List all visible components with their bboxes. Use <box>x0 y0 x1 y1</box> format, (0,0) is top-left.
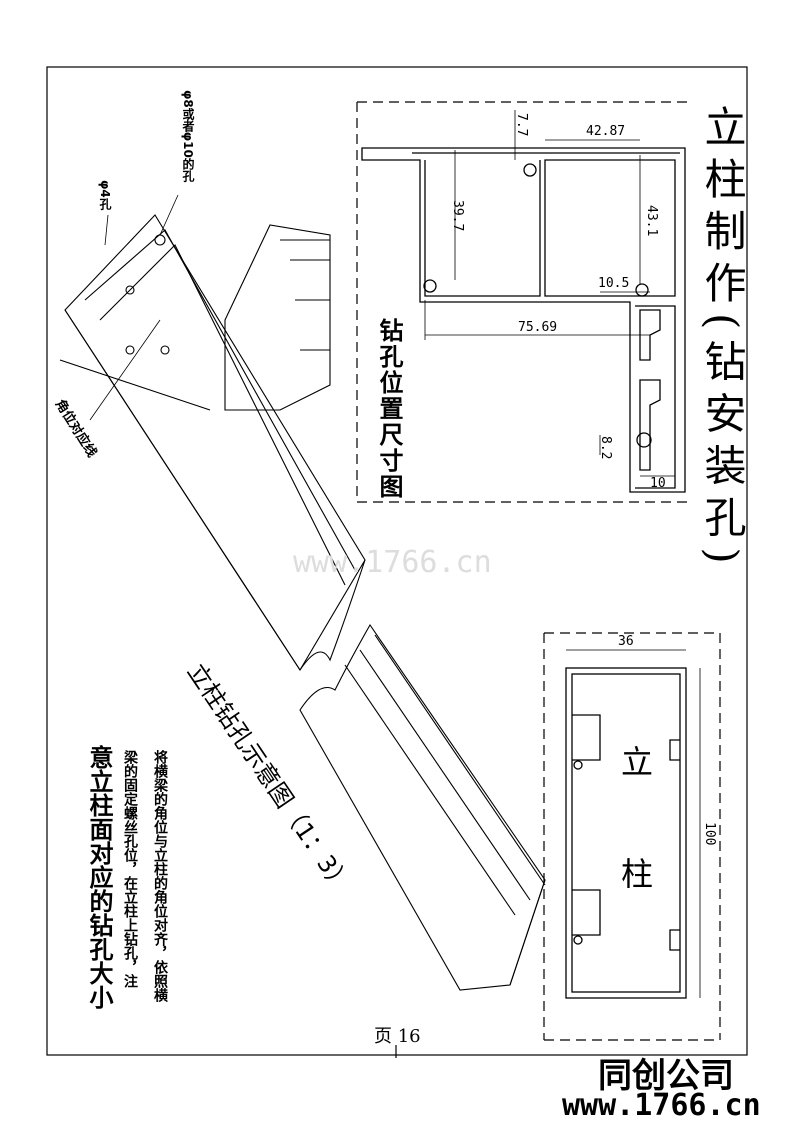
profile-section-top <box>361 147 686 493</box>
page-border <box>46 66 748 1056</box>
drilling-dimension-box <box>356 101 690 503</box>
note-line-3: 意立柱面对应的钻孔大小 <box>85 745 113 1009</box>
dimension-39-7: 39.7 <box>450 200 465 232</box>
dimension-10-5: 10.5 <box>598 276 630 291</box>
company-name: 同创公司 <box>598 1056 734 1096</box>
watermark: www.1766.cn <box>293 545 492 580</box>
dimension-100: 100 <box>702 822 717 846</box>
company-url: www.1766.cn <box>562 1088 761 1123</box>
isometric-lower <box>299 623 546 991</box>
page-number: 页 16 <box>374 1026 421 1047</box>
dimension-42-87: 42.87 <box>586 124 626 139</box>
hole-small-annotation: φ4孔 <box>98 180 112 210</box>
dimension-43-1: 43.1 <box>644 205 659 237</box>
column-label: 立柱 <box>616 745 654 969</box>
hole-large-annotation: φ8或者φ10的孔 <box>181 90 195 182</box>
dimension-8-2: 8.2 <box>598 436 613 460</box>
isometric-upper <box>59 214 366 672</box>
drilling-dimension-label: 钻孔位置尺寸图 <box>375 318 403 500</box>
column-section-box <box>543 632 721 1041</box>
note-line-1: 将横梁的角位与立柱的角位对齐，依照横 <box>152 750 168 1002</box>
note-line-2: 梁的固定螺丝孔位，在立柱上钻孔，注 <box>122 750 138 988</box>
column-section <box>565 667 687 999</box>
dimension-36: 36 <box>618 634 634 649</box>
dimension-7-7: 7.7 <box>514 113 529 137</box>
dimension-10: 10 <box>650 476 666 491</box>
dimension-75-69: 75.69 <box>518 320 558 335</box>
page-title: 立柱制作(钻安装孔) <box>698 105 747 574</box>
